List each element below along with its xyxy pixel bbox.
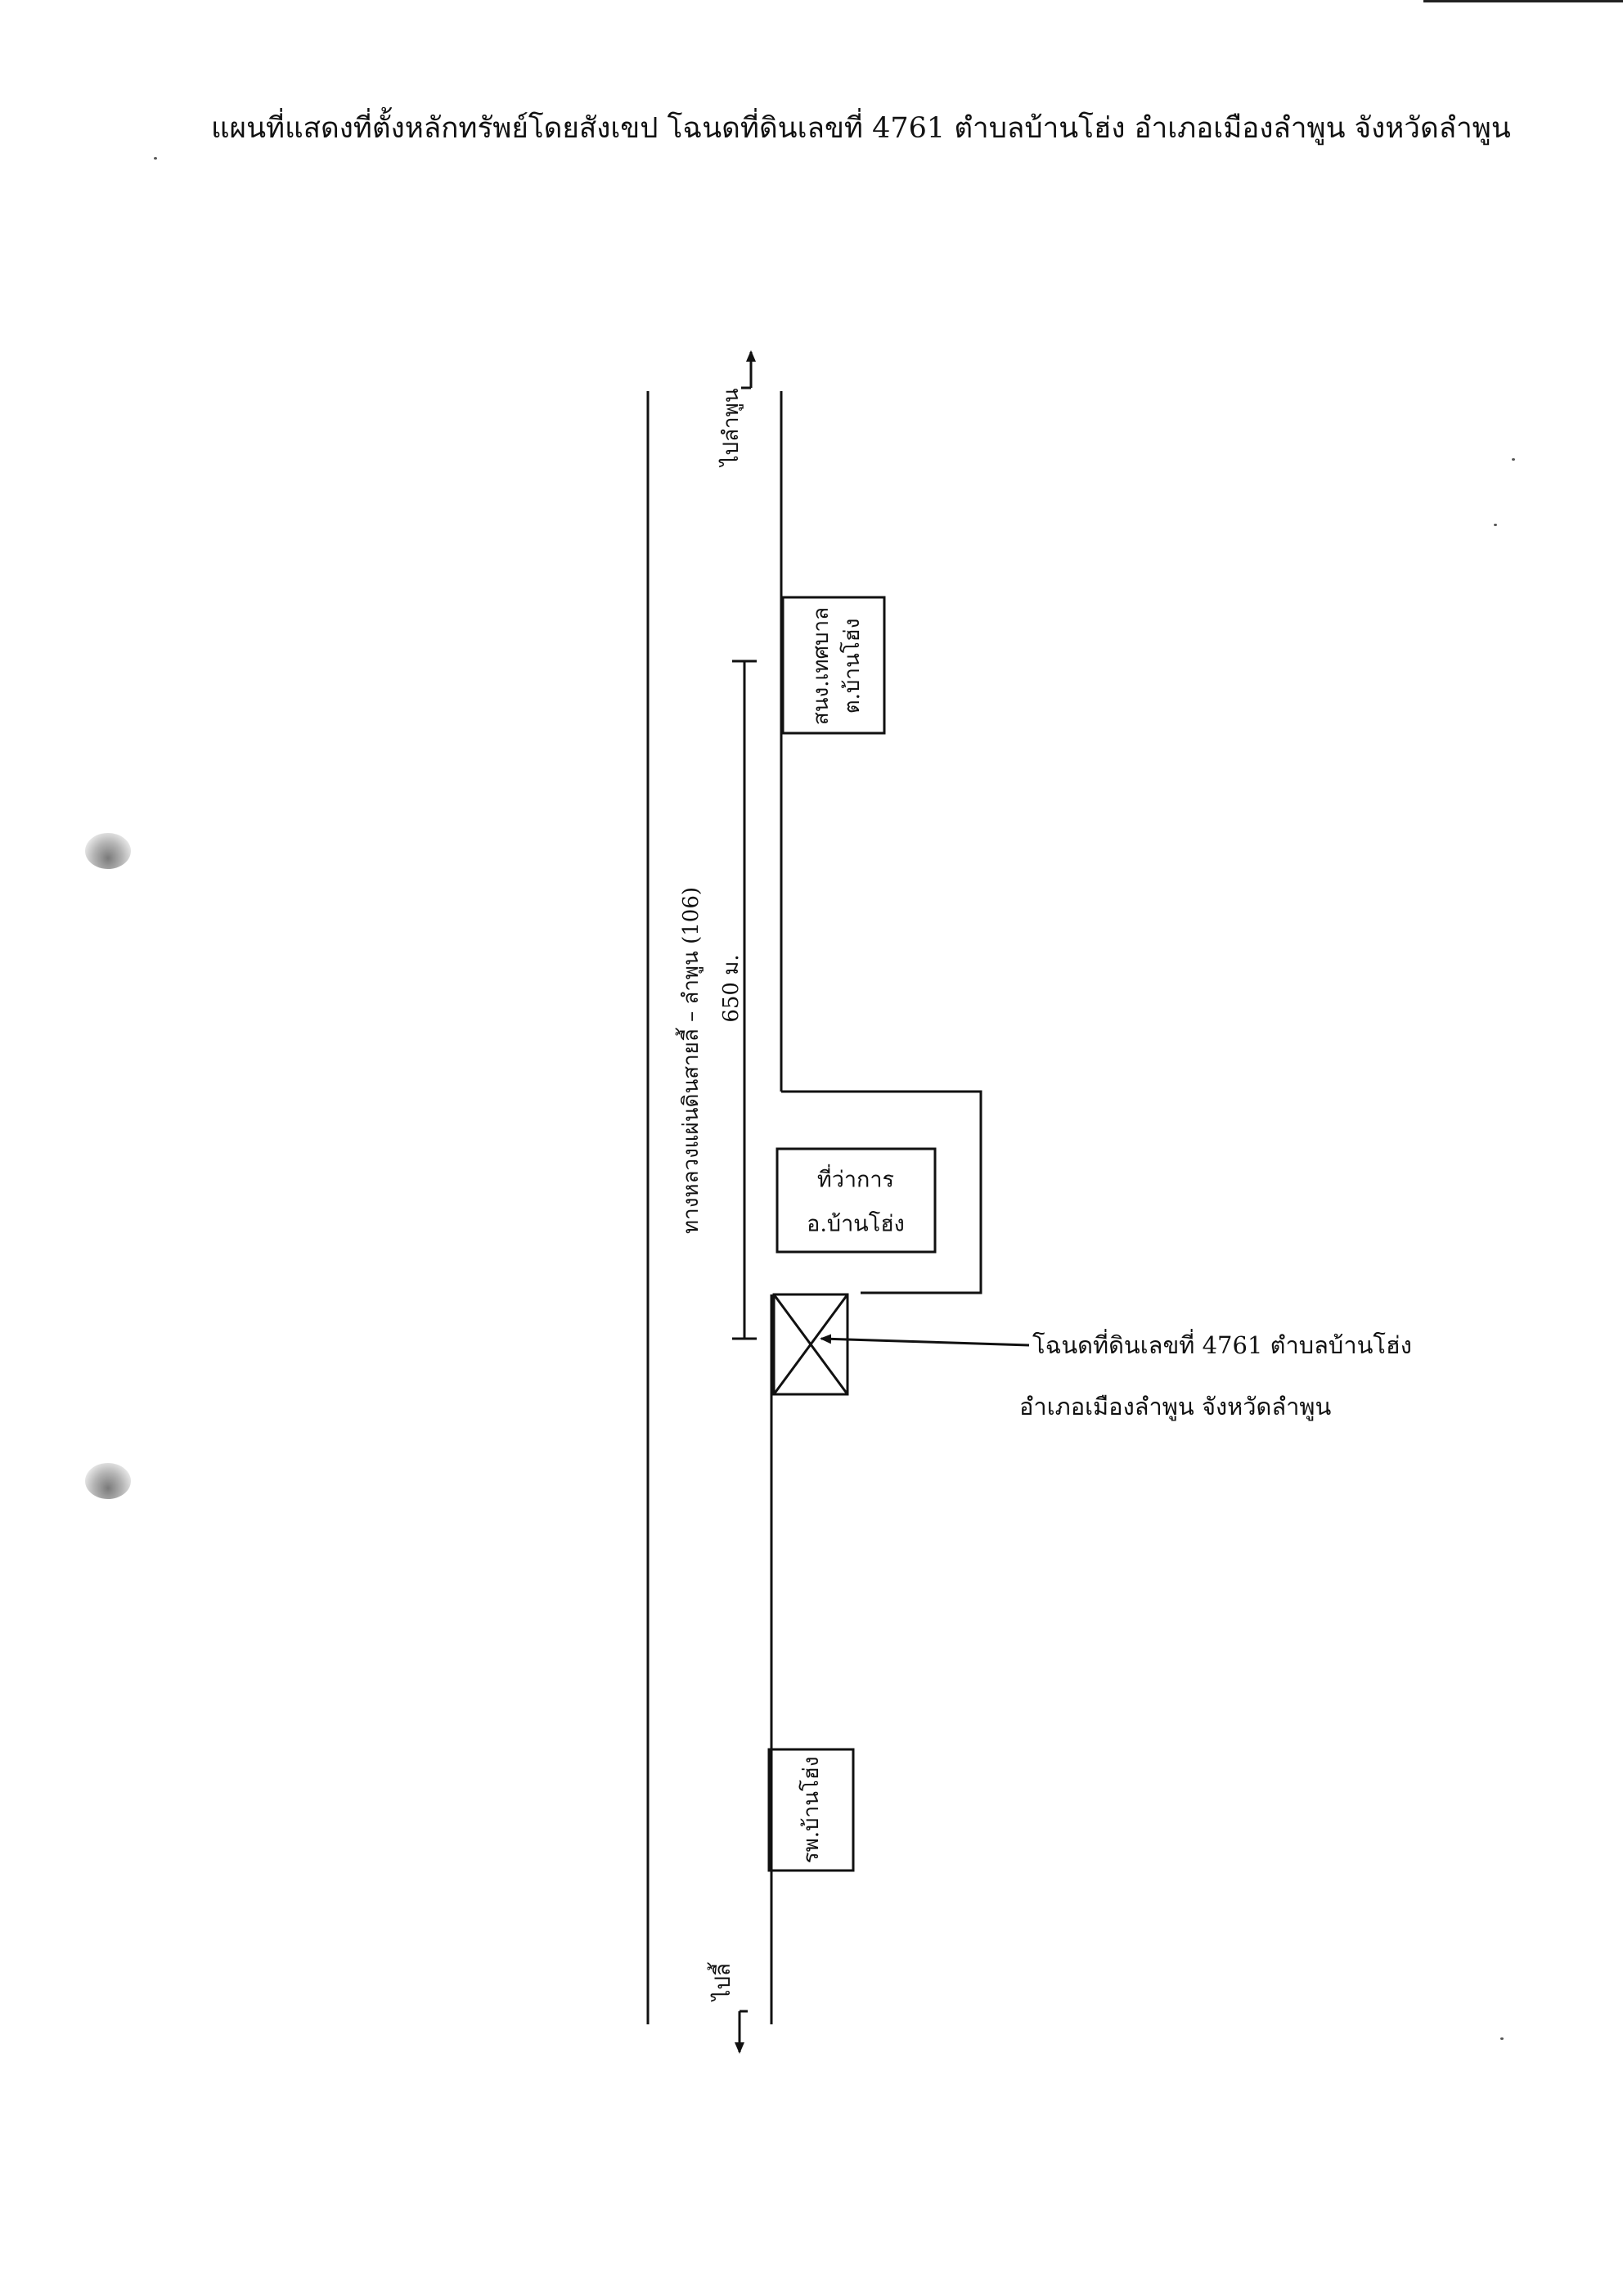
scan-speck bbox=[1512, 458, 1515, 461]
plot-box bbox=[772, 1293, 849, 1396]
page-title: แผนที่แสดงที่ตั้งหลักทรัพย์โดยสังเขป โฉน… bbox=[211, 112, 1511, 145]
district-office-label-line1: ที่ว่าการ bbox=[816, 1167, 895, 1193]
plot-label-line1: โฉนดที่ดินเลขที่ 4761 ตำบลบ้านโฮ่ง bbox=[1032, 1331, 1412, 1359]
south-direction-label: ไปลี้ bbox=[711, 1963, 735, 2001]
municipal-office-label-line1: สนง.เทศบาล bbox=[809, 606, 834, 726]
scan-edge-line bbox=[1423, 0, 1623, 2]
scan-speck bbox=[1494, 524, 1497, 526]
north-direction-label: ไปลำพูน bbox=[719, 388, 744, 466]
district-office-label-line2: อ.บ้านโฮ่ง bbox=[807, 1211, 905, 1237]
punch-hole-top bbox=[85, 833, 131, 869]
district-office-box bbox=[776, 1147, 937, 1254]
plot-pointer-arrow bbox=[820, 1334, 1030, 1347]
distance-label: 650 ม. bbox=[719, 954, 744, 1023]
scan-speck bbox=[1500, 2037, 1504, 2040]
plot-cross-b bbox=[772, 1294, 849, 1395]
municipal-office-label-line2: ต.บ้านโฮ่ง bbox=[840, 618, 865, 714]
scan-speck bbox=[154, 157, 157, 160]
punch-hole-bottom bbox=[85, 1463, 131, 1499]
hospital-box bbox=[767, 1748, 855, 1872]
plot-label-line2: อำเภอเมืองลำพูน จังหวัดลำพูน bbox=[1019, 1393, 1332, 1420]
municipal-office-box bbox=[781, 596, 886, 735]
road-name: ทางหลวงแผ่นดินสายลี้ – ลำพูน (106) bbox=[679, 886, 704, 1235]
side-road-loop bbox=[781, 1090, 982, 1294]
hospital-label: รพ.บ้านโฮ่ง bbox=[799, 1756, 824, 1864]
